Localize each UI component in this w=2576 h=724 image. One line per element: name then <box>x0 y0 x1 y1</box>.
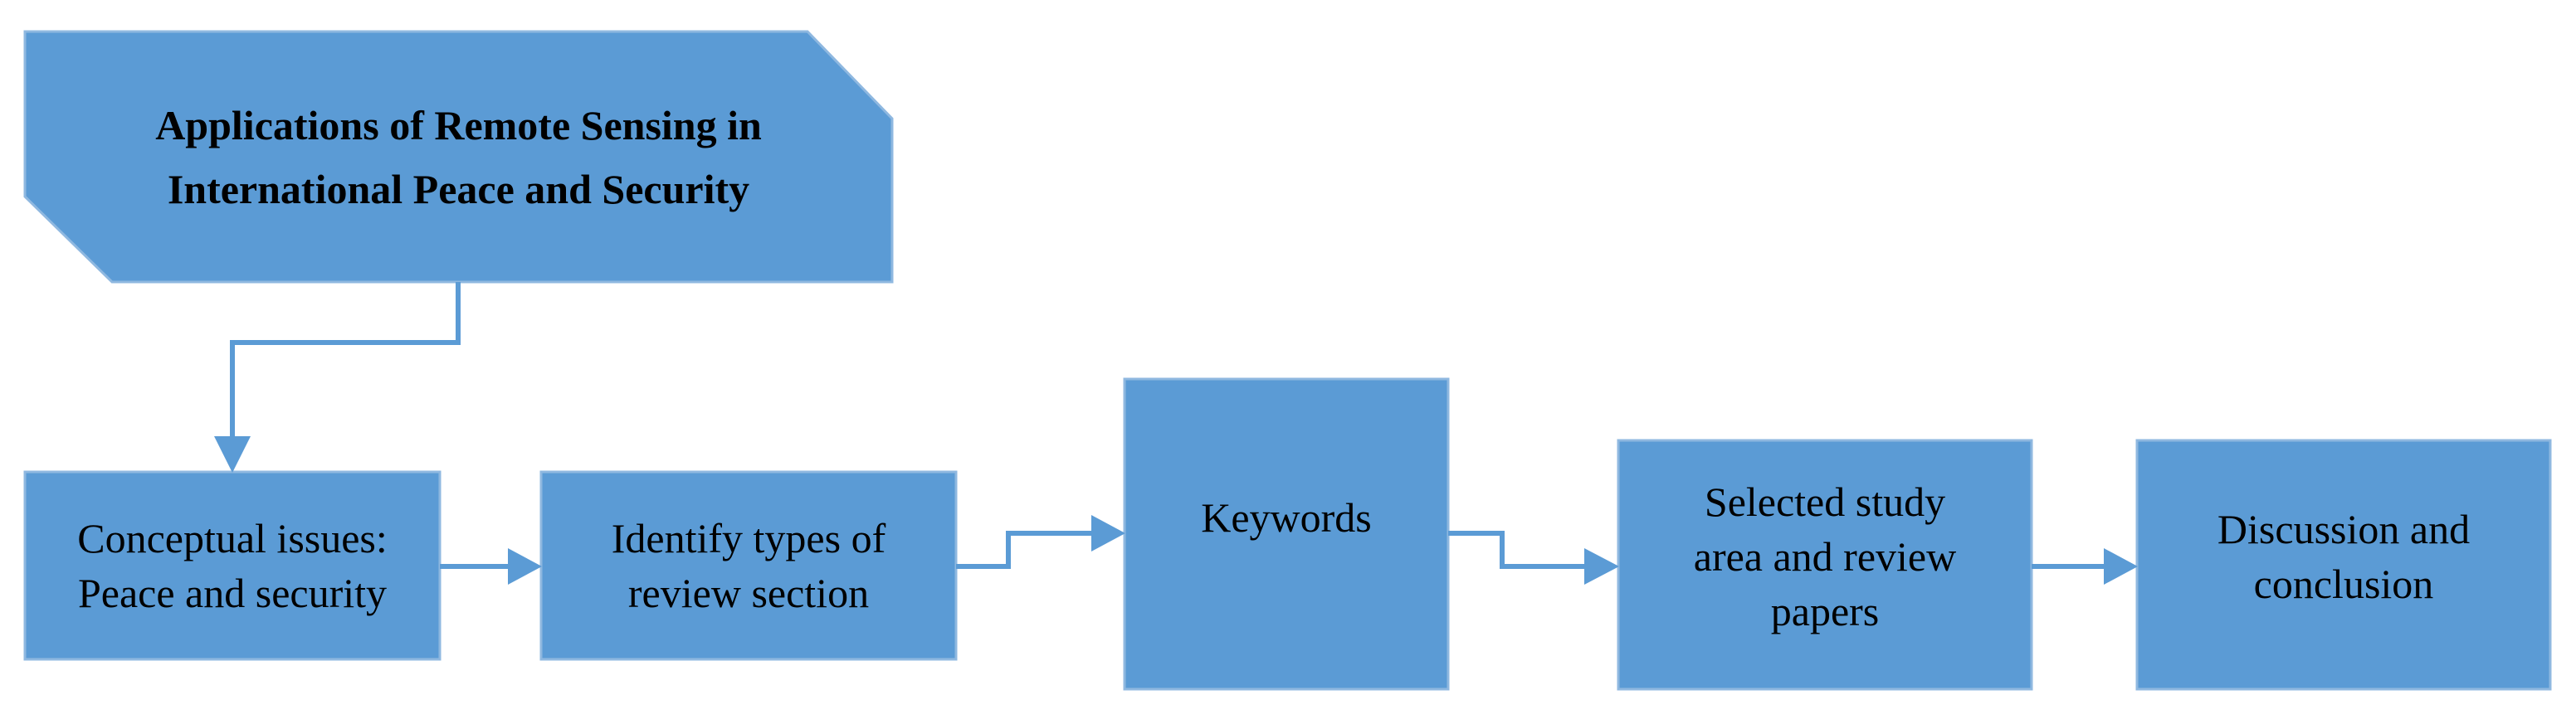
step-box-conceptual-issues <box>23 470 442 661</box>
connector-title-to-conceptual <box>230 282 461 438</box>
step-box-discussion <box>2135 439 2552 691</box>
connector-identify-to-keywords <box>956 531 1095 569</box>
step-label-conceptual-issues: Conceptual issues: Peace and security <box>77 515 388 616</box>
step-label-keywords: Keywords <box>1201 494 1372 541</box>
step-box-identify-types <box>539 470 958 661</box>
step-box-keywords <box>1123 377 1450 691</box>
title-node-shape <box>23 30 894 284</box>
title-node-label: Applications of Remote Sensing in Intern… <box>155 101 762 213</box>
step-label-discussion: Discussion and conclusion <box>2217 506 2471 607</box>
connector-keywords-to-selected <box>1448 531 1587 569</box>
arrowhead-right-keywords <box>1091 515 1125 552</box>
step-label-selected-study: Selected study area and review papers <box>1693 479 1957 634</box>
step-box-selected-study <box>1617 439 2033 691</box>
step-label-identify-types: Identify types of review section <box>611 515 886 616</box>
arrowhead-down-conceptual <box>214 436 251 473</box>
arrowhead-right-identify <box>508 548 542 585</box>
arrowhead-right-selected <box>1584 548 1619 585</box>
arrowhead-right-discussion <box>2104 548 2138 585</box>
